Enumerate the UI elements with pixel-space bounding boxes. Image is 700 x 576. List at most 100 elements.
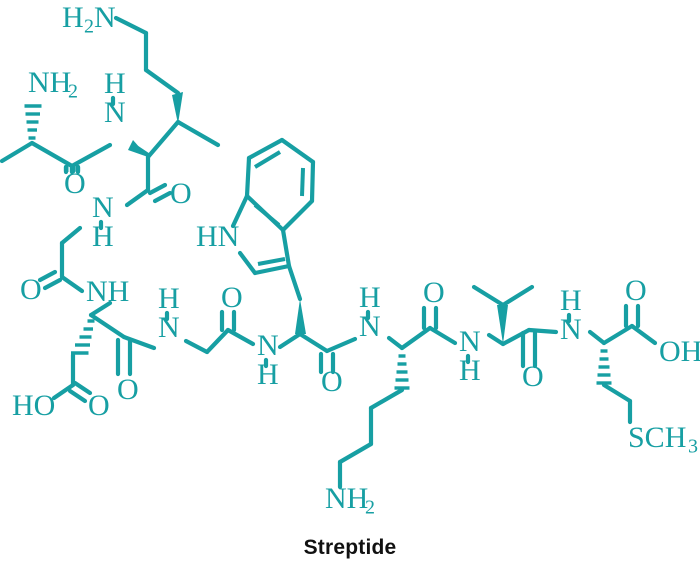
residue-valine-8 bbox=[471, 284, 559, 369]
lys2-carbonyl-double bbox=[147, 182, 173, 204]
svg-text:SCH: SCH bbox=[628, 421, 686, 454]
bond-met9-cb-cg bbox=[601, 382, 633, 404]
bond-trp6-ca-n bbox=[277, 331, 303, 350]
atom-label-gly3-amide: N H bbox=[92, 191, 114, 253]
atom-label-met9-amide: N H bbox=[560, 284, 582, 346]
atom-label-lys7-amide: N H bbox=[359, 281, 381, 343]
gly3-carbonyl-double bbox=[37, 269, 63, 291]
bond-gly3-co-n bbox=[59, 274, 85, 294]
svg-text:H: H bbox=[257, 358, 279, 391]
atom-label-ala1-carbonyl-o: O bbox=[64, 167, 86, 200]
bond-indole-c2-c3-double bbox=[252, 257, 292, 276]
hashed-wedge-asp4-sidechain bbox=[71, 319, 95, 355]
solid-wedge-lys2-n bbox=[128, 140, 148, 157]
atom-label-gly3-carbonyl-o: O bbox=[20, 273, 42, 306]
met9-acid-double bbox=[623, 303, 641, 329]
bond-lys7-ca-co bbox=[399, 325, 433, 351]
hashed-wedge-lys7-sidechain bbox=[394, 354, 410, 390]
svg-text:H: H bbox=[92, 220, 114, 253]
solid-wedge-val8-sidechain bbox=[497, 305, 508, 344]
bond-gly3-n-ca bbox=[59, 225, 83, 246]
residue-methionine-9 bbox=[587, 303, 658, 425]
atom-label-lys7-epsilon-amine: NH 2 bbox=[325, 482, 375, 519]
svg-text:N: N bbox=[104, 96, 126, 129]
atom-label-lys7-carbonyl-o: O bbox=[423, 276, 445, 309]
atom-label-gly5-amide: N H bbox=[158, 282, 180, 344]
atom-label-gly5-carbonyl-o: O bbox=[221, 281, 243, 314]
bond-trp6-c3-cb bbox=[286, 263, 303, 302]
trp6-carbonyl-double bbox=[318, 351, 336, 375]
hashed-wedge-ala1-amine bbox=[24, 104, 42, 140]
bond-ala1-ca-co bbox=[29, 140, 75, 169]
svg-text:N: N bbox=[92, 191, 114, 224]
svg-text:H: H bbox=[104, 67, 126, 100]
svg-text:N: N bbox=[359, 310, 381, 343]
bond-asp4-cg-oh bbox=[51, 382, 76, 401]
bond-met9-co-oh bbox=[629, 323, 658, 346]
ala1-carbonyl-double-lines bbox=[63, 164, 81, 175]
bond-indole-c5-c4 bbox=[309, 159, 316, 204]
bond-lys7-co-n bbox=[427, 325, 458, 346]
bond-indole-c3a-c7a-inner bbox=[253, 203, 281, 227]
bond-lys2-ce-n bbox=[113, 15, 149, 36]
svg-text:N: N bbox=[459, 325, 481, 358]
val8-carbonyl-double bbox=[520, 330, 538, 369]
bond-met9-n-ca bbox=[587, 329, 607, 346]
bond-indole-c6-c5 bbox=[279, 137, 316, 165]
svg-text:2: 2 bbox=[68, 81, 78, 103]
bond-asp4-co-n bbox=[121, 334, 157, 351]
svg-text:H: H bbox=[158, 282, 180, 315]
residue-tryptophan-6 bbox=[230, 137, 358, 375]
bond-lys7-cd-ce bbox=[337, 441, 374, 465]
bond-indole-c7a-n1 bbox=[230, 193, 250, 229]
atom-label-trp6-carbonyl-o: O bbox=[321, 365, 343, 398]
svg-text:NH: NH bbox=[325, 482, 368, 515]
svg-text:H: H bbox=[459, 354, 481, 387]
svg-text:H: H bbox=[359, 281, 381, 314]
residue-alanine-1 bbox=[0, 104, 113, 175]
bond-met9-ca-co bbox=[601, 323, 635, 346]
figure-caption: Streptide bbox=[303, 536, 397, 559]
bond-val8-cb-cg1 bbox=[471, 284, 506, 308]
bond-lys2-co-n bbox=[124, 187, 151, 208]
bond-lys7-cb-cg bbox=[368, 387, 405, 411]
bond-asp4-n-ca bbox=[88, 300, 113, 318]
svg-text:H: H bbox=[62, 1, 84, 34]
bond-lys2-ca-cb bbox=[145, 119, 181, 160]
residue-glycine-3 bbox=[37, 225, 85, 294]
svg-text:N: N bbox=[257, 329, 279, 362]
solid-wedge-lys2-cb-cg bbox=[172, 92, 183, 124]
atom-label-met9-acid-oh: OH bbox=[659, 335, 700, 368]
bond-ala1-co-n bbox=[69, 142, 113, 169]
atom-label-ala1-amine: NH 2 bbox=[28, 66, 78, 103]
gly5-carbonyl-double bbox=[219, 309, 237, 333]
atom-label-lys2-carbonyl-o: O bbox=[170, 177, 192, 210]
bond-asp4-ca-co bbox=[88, 312, 127, 340]
svg-text:NH: NH bbox=[28, 66, 71, 99]
residue-aspartate-4 bbox=[51, 300, 157, 404]
bond-trp6-co-n bbox=[324, 336, 358, 354]
atom-label-met9-acid-o: O bbox=[625, 274, 647, 307]
svg-text:N: N bbox=[560, 313, 582, 346]
bond-ala1-methyl bbox=[0, 140, 35, 164]
atom-label-lys2-epsilon-amine: H 2 N bbox=[62, 1, 116, 38]
bond-lys7-n-ca bbox=[386, 335, 405, 351]
bond-lys2-cg-cd bbox=[143, 67, 181, 96]
atom-label-met9-thioether: SCH 3 bbox=[628, 421, 698, 458]
bond-val8-cb-cg2 bbox=[500, 284, 535, 308]
atom-label-asp4-amide-nh: NH bbox=[86, 275, 129, 308]
bond-indole-c3-c3a bbox=[280, 227, 292, 269]
svg-text:2: 2 bbox=[84, 16, 94, 38]
bond-val8-co-n bbox=[526, 327, 559, 335]
bond-indole-c7a-c7 bbox=[244, 155, 252, 199]
bond-indole-c4-c3a bbox=[280, 198, 315, 233]
bond-gly5-ca-co bbox=[204, 327, 231, 355]
asp4-carbonyl-double bbox=[115, 337, 133, 377]
atom-label-val8-carbonyl-o: O bbox=[522, 360, 544, 393]
atom-label-indole-hn: HN bbox=[196, 220, 239, 253]
residue-lysine-2 bbox=[113, 15, 221, 208]
residue-lysine-7 bbox=[337, 305, 458, 490]
atom-label-asp4-acid-ho: HO bbox=[12, 389, 55, 422]
bond-val8-n-ca bbox=[486, 332, 506, 347]
